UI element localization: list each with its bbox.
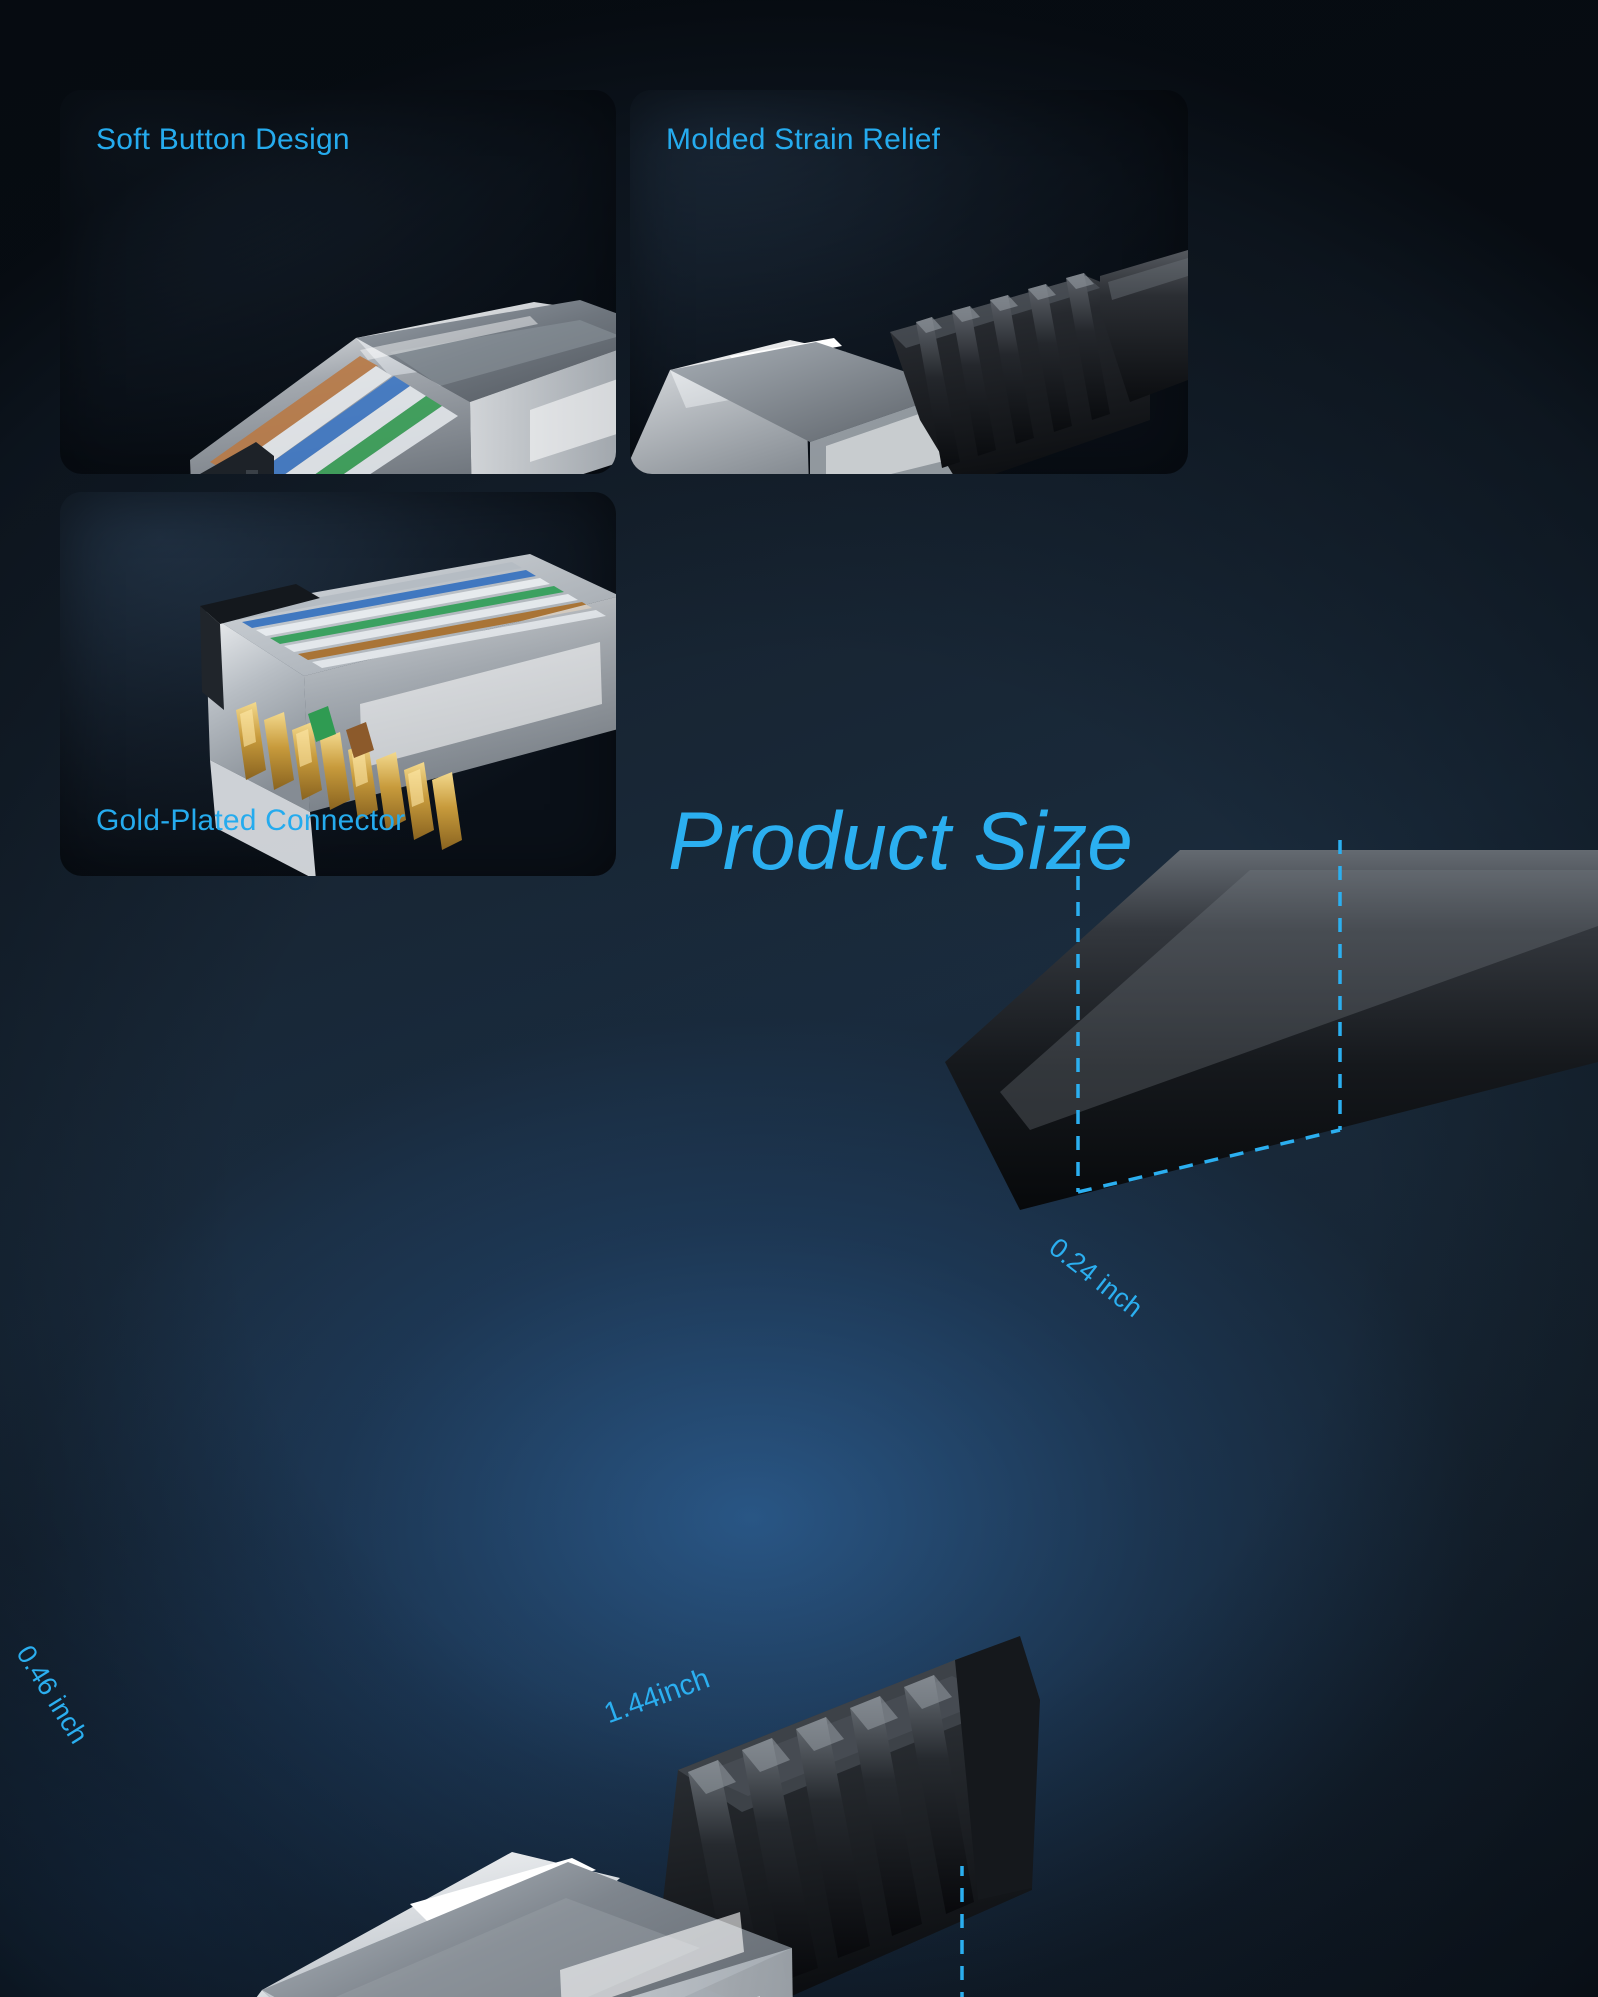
feature-card-label: Molded Strain Relief: [666, 123, 941, 156]
feature-card-molded-strain-relief: Molded Strain Relief: [630, 90, 1188, 474]
page-title: Product Size: [668, 796, 1133, 887]
feature-card-gold-plated-connector: Gold-Plated Connector: [60, 492, 616, 876]
feature-card-label: Soft Button Design: [96, 123, 350, 156]
hero-connector-illustration: [256, 840, 1598, 1997]
feature-card-soft-button: Soft Button Design: [60, 90, 616, 474]
feature-card-label: Gold-Plated Connector: [96, 804, 406, 837]
